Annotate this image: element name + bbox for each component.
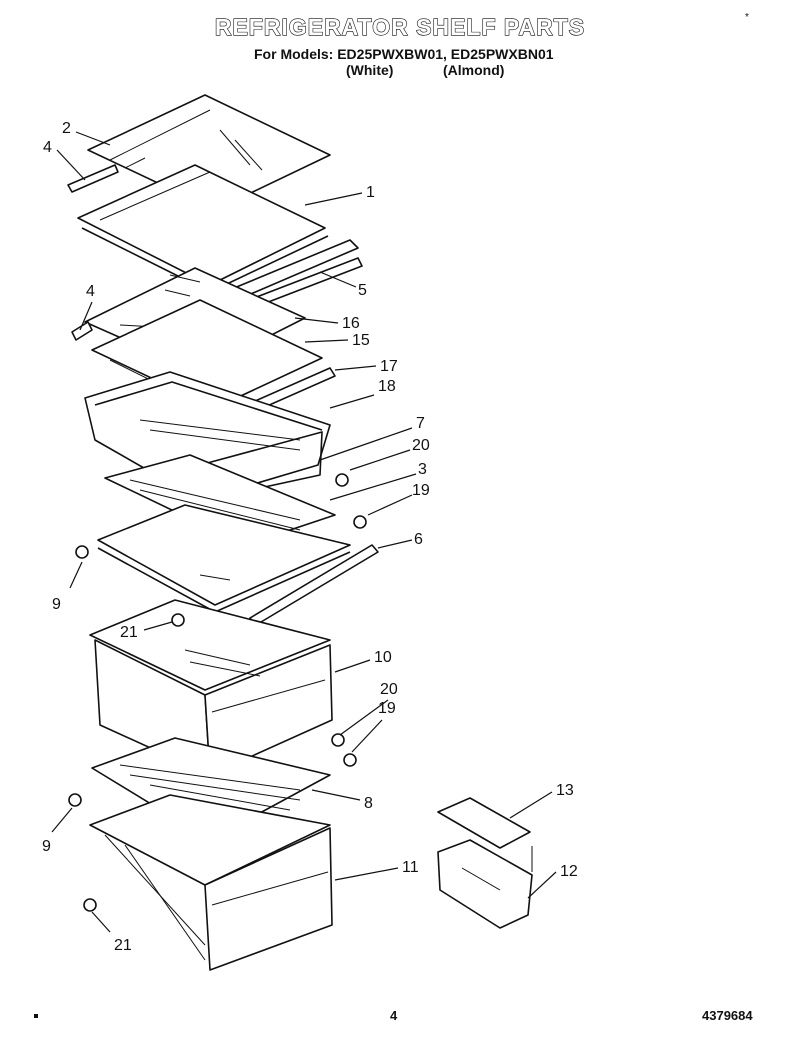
variant-almond: (Almond) <box>443 62 505 78</box>
callout-10: 10 <box>374 649 392 666</box>
callout-6: 6 <box>414 531 423 548</box>
callout-4-mid: 4 <box>86 283 95 300</box>
callout-9-upper: 9 <box>52 596 61 613</box>
corner-dot-mark <box>34 1014 38 1018</box>
callout-4-top: 4 <box>43 139 52 156</box>
callout-19-lower: 19 <box>378 700 396 717</box>
callout-20-lower: 20 <box>380 681 398 698</box>
callout-17: 17 <box>380 358 398 375</box>
hardware-part-20-lower <box>331 733 345 747</box>
document-number: 4379684 <box>702 1008 753 1023</box>
callout-11: 11 <box>402 859 419 876</box>
hardware-part-19-lower <box>343 753 357 767</box>
leader-lines <box>51 131 557 933</box>
callout-21-upper: 21 <box>120 624 138 641</box>
shelf-frame-part-1 <box>77 164 329 293</box>
variant-white: (White) <box>346 62 394 78</box>
hardware-part-20-upper <box>335 473 349 487</box>
hardware-part-21-lower <box>83 898 97 912</box>
callout-18: 18 <box>378 378 396 395</box>
callout-8: 8 <box>364 795 373 812</box>
models-line: For Models: ED25PWXBW01, ED25PWXBN01 <box>254 46 554 62</box>
callout-19-upper: 19 <box>412 482 430 499</box>
callout-12: 12 <box>560 863 578 880</box>
callout-9-lower: 9 <box>42 838 51 855</box>
hardware-part-9-upper <box>75 545 89 559</box>
callout-3: 3 <box>418 461 427 478</box>
page-title: REFRIGERATOR SHELF PARTS <box>214 13 586 40</box>
callout-13: 13 <box>556 782 574 799</box>
callout-21-lower: 21 <box>114 937 132 954</box>
vegetable-pan-part-11 <box>89 794 333 971</box>
trim-strip-part-4-mid <box>71 321 93 341</box>
callout-1: 1 <box>366 184 375 201</box>
callout-16: 16 <box>342 315 360 332</box>
hardware-part-19-upper <box>353 515 367 529</box>
callout-15: 15 <box>352 332 370 349</box>
page-number: 4 <box>390 1008 398 1023</box>
glass-shelf-part-2 <box>87 94 331 211</box>
dish-part-12 <box>437 839 533 929</box>
corner-star-mark: * <box>745 12 749 23</box>
hardware-part-21-upper <box>171 613 185 627</box>
callout-2: 2 <box>62 120 71 137</box>
callout-5: 5 <box>358 282 367 299</box>
hardware-part-9-lower <box>68 793 82 807</box>
callout-7: 7 <box>416 415 425 432</box>
callout-20-upper: 20 <box>412 437 430 454</box>
dish-cover-part-13 <box>437 797 531 849</box>
trim-strip-part-4-top <box>67 164 119 193</box>
